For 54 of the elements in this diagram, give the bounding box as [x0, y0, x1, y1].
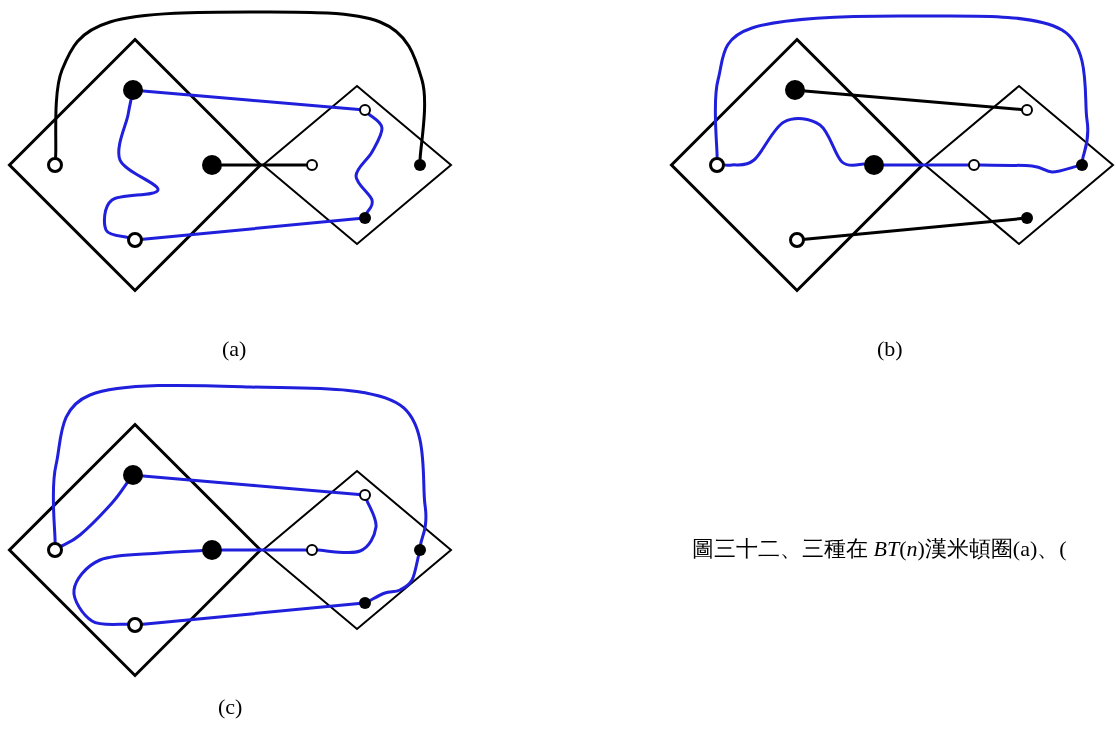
- path-line: [368, 554, 420, 602]
- diamond-outline: [924, 85, 1114, 245]
- path-line: [713, 14, 1090, 161]
- path-line: [102, 98, 160, 239]
- filled-vertex: [785, 80, 805, 100]
- diamond-outline: [262, 85, 452, 245]
- hollow-vertex: [306, 159, 318, 171]
- filled-vertex: [123, 80, 143, 100]
- path-line: [141, 89, 361, 111]
- filled-vertex: [414, 544, 426, 556]
- path-line: [882, 163, 970, 167]
- hollow-vertex: [968, 159, 980, 171]
- panel-label: (c): [218, 694, 243, 720]
- hollow-vertex: [359, 489, 371, 501]
- filled-vertex: [1076, 159, 1088, 171]
- panel-label: (b): [877, 336, 903, 362]
- diamond-outline: [8, 423, 262, 677]
- path-line: [220, 548, 308, 552]
- diamond-outline: [670, 38, 924, 292]
- path-line: [803, 89, 1023, 111]
- path-line: [978, 163, 1078, 174]
- path-line: [51, 383, 428, 546]
- panel-label: (a): [222, 336, 247, 362]
- path-line: [723, 117, 866, 167]
- path-line: [316, 499, 378, 555]
- filled-vertex: [1021, 212, 1033, 224]
- filled-vertex: [202, 540, 222, 560]
- hollow-vertex: [1021, 104, 1033, 116]
- hollow-vertex: [127, 232, 143, 248]
- hollow-vertex: [789, 232, 805, 248]
- path-line: [141, 217, 361, 241]
- path-line: [60, 481, 129, 548]
- hollow-vertex: [127, 617, 143, 633]
- filled-vertex: [864, 155, 884, 175]
- filled-vertex: [202, 155, 222, 175]
- path-line: [54, 10, 427, 161]
- filled-vertex: [414, 159, 426, 171]
- filled-vertex: [359, 212, 371, 224]
- hollow-vertex: [47, 157, 63, 173]
- path-line: [803, 217, 1023, 241]
- path-line: [354, 112, 384, 214]
- hollow-vertex: [47, 542, 63, 558]
- filled-vertex: [123, 465, 143, 485]
- hollow-vertex: [359, 104, 371, 116]
- hollow-vertex: [709, 157, 725, 173]
- figure-caption: 圖三十二、三種在 BT(n)漢米頓圈(a)、(: [692, 535, 1067, 563]
- diamond-outline: [262, 470, 452, 630]
- path-line: [72, 549, 204, 627]
- path-line: [141, 474, 361, 496]
- hollow-vertex: [306, 544, 318, 556]
- path-line: [220, 163, 308, 167]
- diamond-outline: [8, 38, 262, 292]
- filled-vertex: [359, 597, 371, 609]
- path-line: [141, 602, 361, 626]
